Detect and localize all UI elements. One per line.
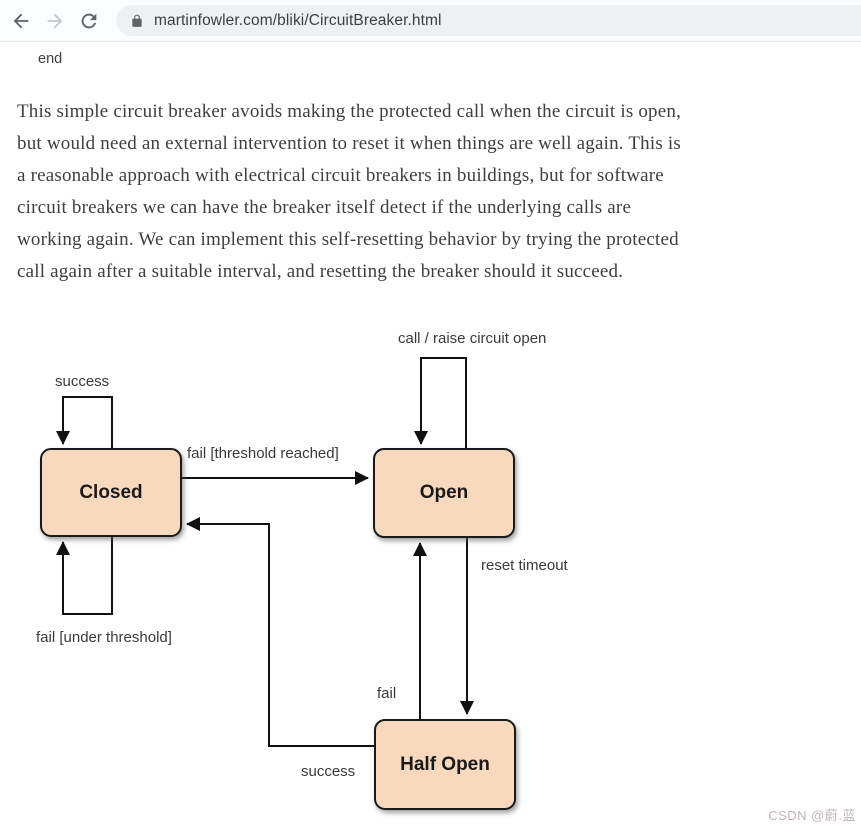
edge-closed-fail-loop: [56, 537, 113, 615]
edge-label-fail: fail: [377, 685, 397, 702]
edge-label-fail-under: fail [under threshold]: [36, 629, 172, 646]
address-bar[interactable]: martinfowler.com/bliki/CircuitBreaker.ht…: [116, 5, 861, 36]
ssl-lock-icon: [132, 14, 142, 27]
state-label: Closed: [79, 481, 143, 503]
paragraph-line: a reasonable approach with electrical ci…: [17, 165, 664, 186]
state-diagram: Closed Open Half Open success fail [thre…: [0, 310, 861, 830]
diagram-edges: [56, 357, 474, 747]
edge-closed-success-loop: [56, 396, 113, 448]
forward-arrow-icon: [47, 13, 63, 28]
paragraph-line: working again. We can implement this sel…: [17, 229, 679, 250]
state-node-open: Open: [373, 448, 515, 538]
edge-label-success-top: success: [55, 373, 110, 390]
watermark-text: CSDN @蔚.蓝: [768, 808, 856, 823]
state-label: Half Open: [400, 753, 490, 775]
refresh-button[interactable]: [72, 4, 106, 38]
state-node-half-open: Half Open: [374, 719, 516, 810]
edge-label-success-bottom: success: [301, 763, 356, 780]
article-paragraph: This simple circuit breaker avoids makin…: [17, 96, 853, 288]
edge-label-fail-threshold: fail [threshold reached]: [187, 445, 339, 462]
paragraph-line: This simple circuit breaker avoids makin…: [17, 101, 682, 122]
paragraph-line: call again after a suitable interval, an…: [17, 261, 624, 282]
paragraph-line: circuit breakers we can have the breaker…: [17, 197, 632, 218]
back-button[interactable]: [4, 4, 38, 38]
edge-open-call-loop: [414, 357, 467, 448]
state-label: Open: [419, 482, 469, 503]
browser-toolbar: martinfowler.com/bliki/CircuitBreaker.ht…: [0, 0, 861, 42]
forward-button[interactable]: [38, 4, 72, 38]
edge-halfopen-to-closed: [186, 517, 374, 747]
url-text: martinfowler.com/bliki/CircuitBreaker.ht…: [154, 11, 442, 29]
back-arrow-icon: [13, 13, 29, 28]
refresh-icon: [81, 13, 97, 28]
code-end-text: end: [38, 51, 63, 67]
edge-label-reset-timeout: reset timeout: [481, 557, 568, 574]
state-node-closed: Closed: [40, 448, 182, 537]
paragraph-line: but would need an external intervention …: [17, 133, 681, 154]
edge-label-call-raise: call / raise circuit open: [398, 330, 547, 347]
